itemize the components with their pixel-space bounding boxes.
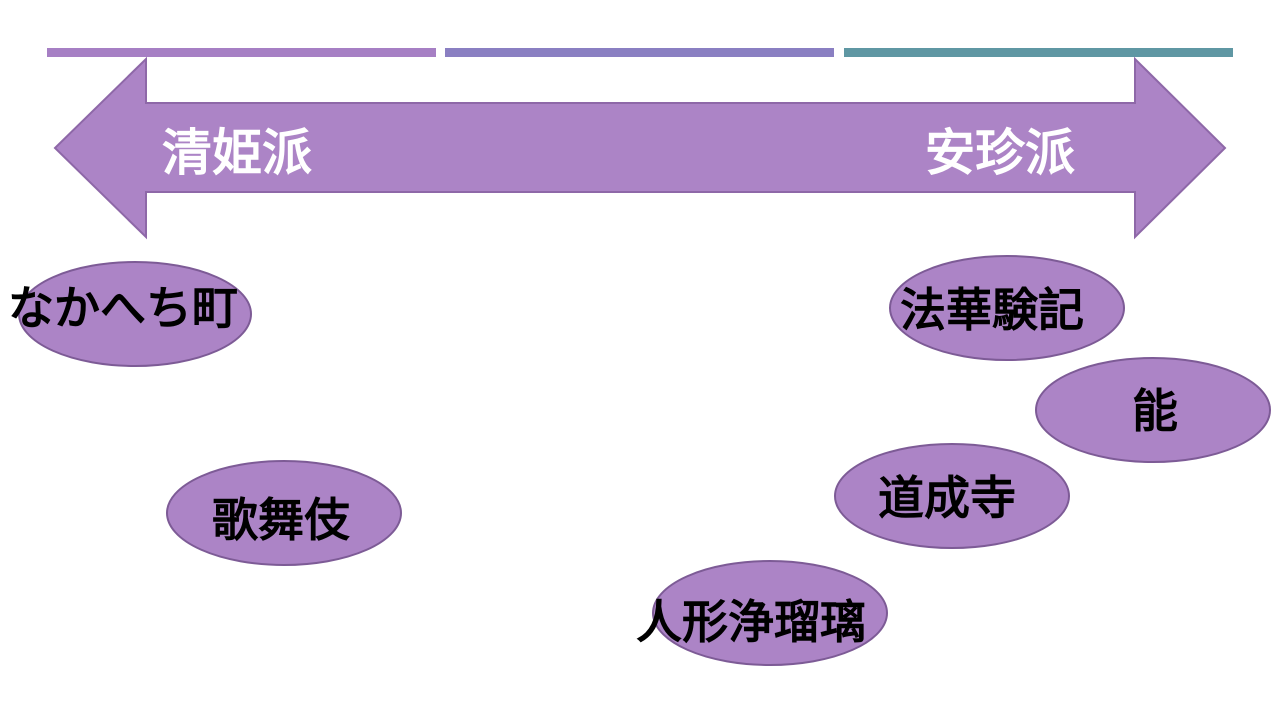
- label-ningyo-joruri: 人形浄瑠璃: [636, 595, 866, 649]
- label-hokke-kenki: 法華験記: [900, 283, 1084, 337]
- ellipse-noh: [1035, 357, 1271, 463]
- label-kabuki: 歌舞伎: [212, 493, 350, 547]
- label-nakahechi: なかへち町: [8, 281, 238, 335]
- label-noh: 能: [1132, 384, 1178, 438]
- header-accent-bar-violet: [445, 48, 834, 57]
- ellipse-nakahechi: [18, 261, 252, 367]
- ellipse-dojoji: [834, 443, 1070, 549]
- ellipse-hokke-kenki: [889, 255, 1125, 361]
- ellipse-ningyo-joruri: [652, 560, 888, 666]
- left-pole-label: 清姫派: [162, 124, 312, 182]
- ellipse-kabuki: [166, 460, 402, 566]
- double-arrow: [53, 56, 1227, 240]
- header-accent-bar-purple: [47, 48, 436, 57]
- header-accent-bar-teal: [844, 48, 1233, 57]
- label-dojoji: 道成寺: [878, 471, 1016, 525]
- right-pole-label: 安珍派: [925, 124, 1075, 182]
